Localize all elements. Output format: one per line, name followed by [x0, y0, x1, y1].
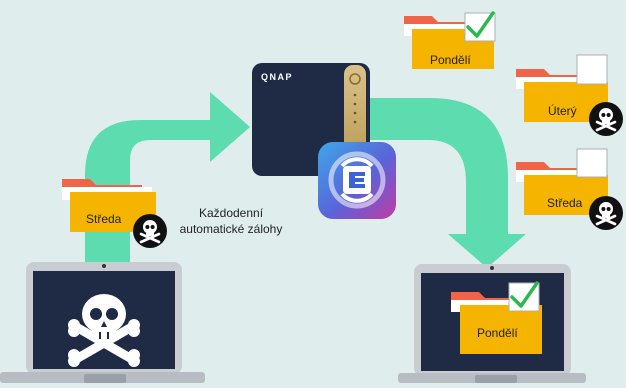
qnap-logo-text: QNAP	[261, 72, 294, 82]
folder-label-infected: Středa	[86, 212, 122, 226]
folder-label-restored: Pondělí	[477, 326, 518, 340]
folder-label-wednesday: Středa	[547, 196, 583, 210]
skull-badge-icon	[589, 102, 623, 136]
backup-app-icon	[318, 142, 396, 219]
power-button-icon	[349, 73, 361, 85]
empty-checkbox-icon	[576, 54, 608, 85]
checked-checkbox-icon	[464, 11, 496, 42]
restore-arrow	[360, 98, 526, 268]
folder-label-top: Pondělí	[430, 53, 471, 67]
skull-crossbones-icon	[68, 294, 140, 367]
caption-line-2: automatické zálohy	[179, 222, 283, 236]
skull-badge-icon	[589, 196, 623, 230]
backup-arrow	[85, 92, 250, 275]
caption-line-1: Každodenní	[198, 206, 264, 220]
folder-restored-monday	[451, 292, 542, 354]
skull-badge-icon	[133, 214, 167, 248]
checked-checkbox-icon	[508, 281, 540, 312]
folder-infected-wednesday	[62, 179, 156, 232]
folder-label-tuesday: Úterý	[548, 104, 577, 118]
empty-checkbox-icon	[576, 148, 608, 178]
